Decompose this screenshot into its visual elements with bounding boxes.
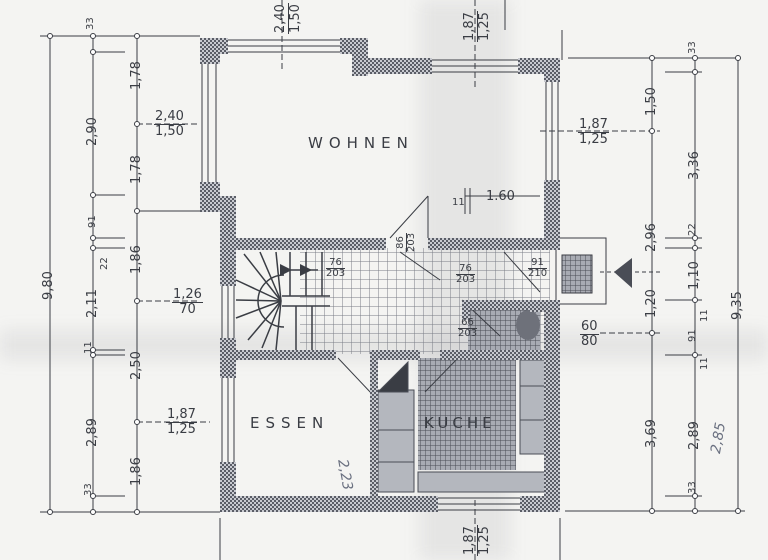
left-dimension-lines <box>40 35 220 513</box>
dim-right-outer: 33 <box>687 41 698 54</box>
dim-right-inner: 2,96 <box>644 223 659 252</box>
dim-right-outer: 11 <box>699 309 710 322</box>
room-label-wohnen: WOHNEN <box>308 134 414 152</box>
dim-left-outer: 2,90 <box>85 117 100 146</box>
dim-left-inner: 1,78 <box>129 61 144 90</box>
dim-left-outer: 2,89 <box>85 418 100 447</box>
dim-left-inner: 1,78 <box>129 155 144 184</box>
dim-right-outer: 1,10 <box>687 261 702 290</box>
wc-toilet <box>516 310 540 340</box>
dim-right-outer: 3,36 <box>687 151 702 180</box>
wohnen-width-label: 1.60 <box>486 189 515 204</box>
dim-overall-right: 9,35 <box>730 291 745 320</box>
dim-left-inner: 2,50 <box>129 351 144 380</box>
dim-right-inner: 1,20 <box>644 289 659 318</box>
staircase <box>235 251 330 352</box>
wall-thickness-label: 11 <box>452 197 465 208</box>
dim-left-outer: 33 <box>85 17 96 30</box>
dim-right-inner: 1,50 <box>644 87 659 116</box>
kitchen-tile-floor <box>418 358 516 470</box>
dim-right-outer: 11 <box>699 357 710 370</box>
dim-right-inner: 3,69 <box>644 419 659 448</box>
dim-left-outer: 2,11 <box>85 289 100 318</box>
dim-left-outer: 22 <box>99 257 110 270</box>
entry-mat <box>561 254 593 294</box>
window-frames <box>201 39 559 511</box>
dim-left-outer: 11 <box>83 341 94 354</box>
room-label-essen: ESSEN <box>250 414 330 432</box>
dim-left-outer: 91 <box>87 215 98 228</box>
dim-right-outer: 22 <box>687 223 698 236</box>
walls <box>200 38 560 512</box>
entrance-arrow-icon <box>614 258 632 288</box>
dim-right-outer: 33 <box>687 481 698 494</box>
dim-left-inner: 1,86 <box>129 245 144 274</box>
dim-right-outer: 2,89 <box>687 421 702 450</box>
dim-right-outer: 91 <box>687 329 698 342</box>
dim-left-outer: 33 <box>83 483 94 496</box>
dim-overall-left: 9,80 <box>41 271 56 300</box>
room-label-kuche: KUCHE <box>424 414 496 432</box>
dim-left-inner: 1,86 <box>129 457 144 486</box>
kitchen-counters <box>376 359 547 493</box>
